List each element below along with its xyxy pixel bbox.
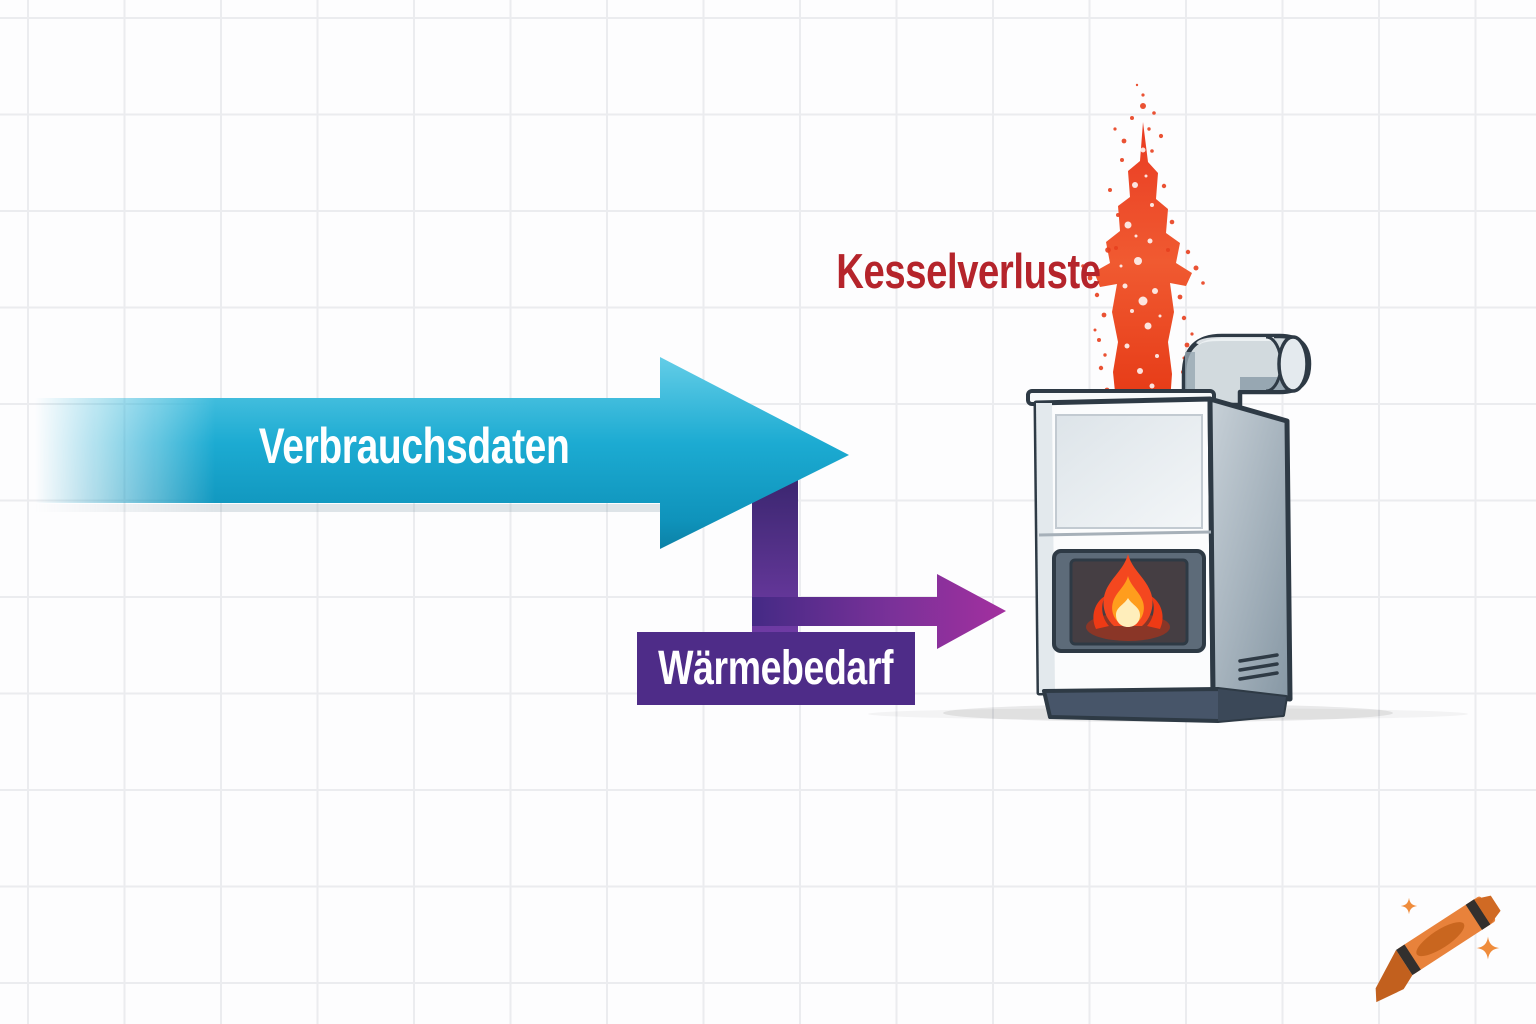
boiler-illustration bbox=[868, 333, 1468, 723]
crayon-icon bbox=[1375, 895, 1501, 1003]
consumption-arrow-shadow bbox=[30, 504, 670, 512]
heat-demand-label-text: Wärmebedarf bbox=[658, 642, 894, 695]
boiler-left-edge bbox=[1036, 403, 1055, 693]
heat-demand-arrow bbox=[637, 458, 1006, 705]
boiler-losses-label-text: Kesselverluste bbox=[835, 245, 1101, 299]
heat-demand-right-arrow bbox=[752, 574, 1006, 649]
boiler-base-side bbox=[1218, 689, 1286, 721]
heat-demand-label-box bbox=[637, 632, 915, 705]
consumption-arrow-label: Verbrauchsdaten bbox=[134, 417, 694, 475]
sparkle-icon bbox=[1400, 897, 1418, 915]
losses-arrow bbox=[1081, 83, 1205, 402]
boiler-losses-label: Kesselverluste bbox=[818, 243, 1118, 301]
consumption-arrow bbox=[0, 357, 849, 549]
heat-demand-label: Wärmebedarf bbox=[637, 632, 915, 705]
consumption-arrow-label-text: Verbrauchsdaten bbox=[258, 418, 570, 474]
boiler-divider-line bbox=[1038, 530, 1212, 537]
vent-lines-icon bbox=[1238, 653, 1279, 681]
exhaust-red-particles bbox=[1081, 83, 1205, 395]
boiler-side-panel bbox=[1207, 396, 1293, 702]
boiler-inset-panel bbox=[1055, 414, 1203, 529]
exhaust-particle-arrow-icon bbox=[1094, 122, 1192, 402]
flue-pipe-icon bbox=[1181, 333, 1312, 408]
sparkle-icon bbox=[1476, 936, 1500, 960]
consumption-arrow-shape bbox=[0, 357, 849, 549]
crayon-watermark bbox=[1375, 895, 1501, 1003]
flame-icon bbox=[1086, 554, 1170, 641]
